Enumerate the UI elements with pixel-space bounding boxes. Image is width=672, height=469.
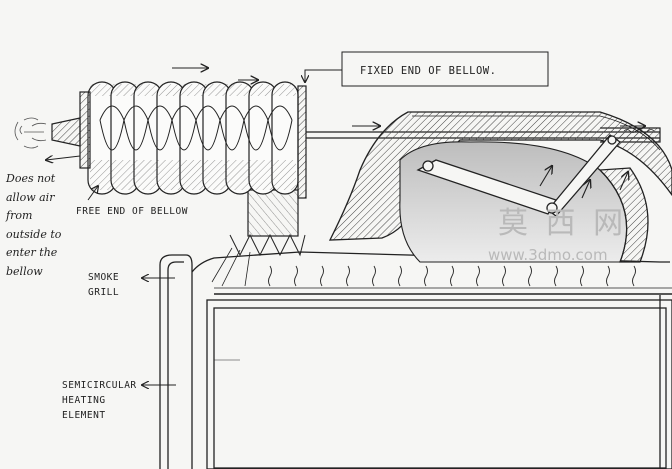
- heating-element: [159, 254, 672, 469]
- fixed-end-label-box: [341, 51, 549, 87]
- air-note-line: Does not: [6, 172, 56, 185]
- heating-element-line: SEMICIRCULAR: [62, 380, 137, 391]
- motion-arrows: [172, 68, 645, 199]
- free-end-label: FREE END OF BELLOW: [76, 206, 188, 217]
- leader-lines: [46, 69, 342, 385]
- heating-element-line: HEATING: [62, 395, 106, 406]
- bellow-outlet-duct: [211, 189, 306, 287]
- air-note-line: from: [6, 209, 33, 222]
- smoke-grill-label: SMOKE GRILL: [88, 270, 119, 300]
- fixed-end-label: FIXED END OF BELLOW.: [360, 65, 497, 77]
- air-note-line: enter the: [6, 246, 58, 259]
- bellow: [79, 81, 307, 199]
- smoke-grill-line: GRILL: [88, 287, 120, 298]
- nozzle: [14, 117, 81, 149]
- air-note-line: bellow: [6, 264, 43, 278]
- watermark-characters: 莫 西 网: [498, 206, 628, 241]
- air-note-label: Does not allow air from outside to enter…: [6, 170, 81, 281]
- air-note-line: outside to: [6, 227, 62, 241]
- smoke-grill: [191, 251, 672, 301]
- watermark-url: www.3dmo.com: [488, 246, 608, 264]
- heating-element-line: ELEMENT: [62, 410, 106, 421]
- heating-element-label: SEMICIRCULAR HEATING ELEMENT: [62, 378, 137, 423]
- linkage: [416, 134, 621, 217]
- air-note-line: allow air: [6, 190, 55, 204]
- smoke-grill-line: SMOKE: [88, 272, 120, 283]
